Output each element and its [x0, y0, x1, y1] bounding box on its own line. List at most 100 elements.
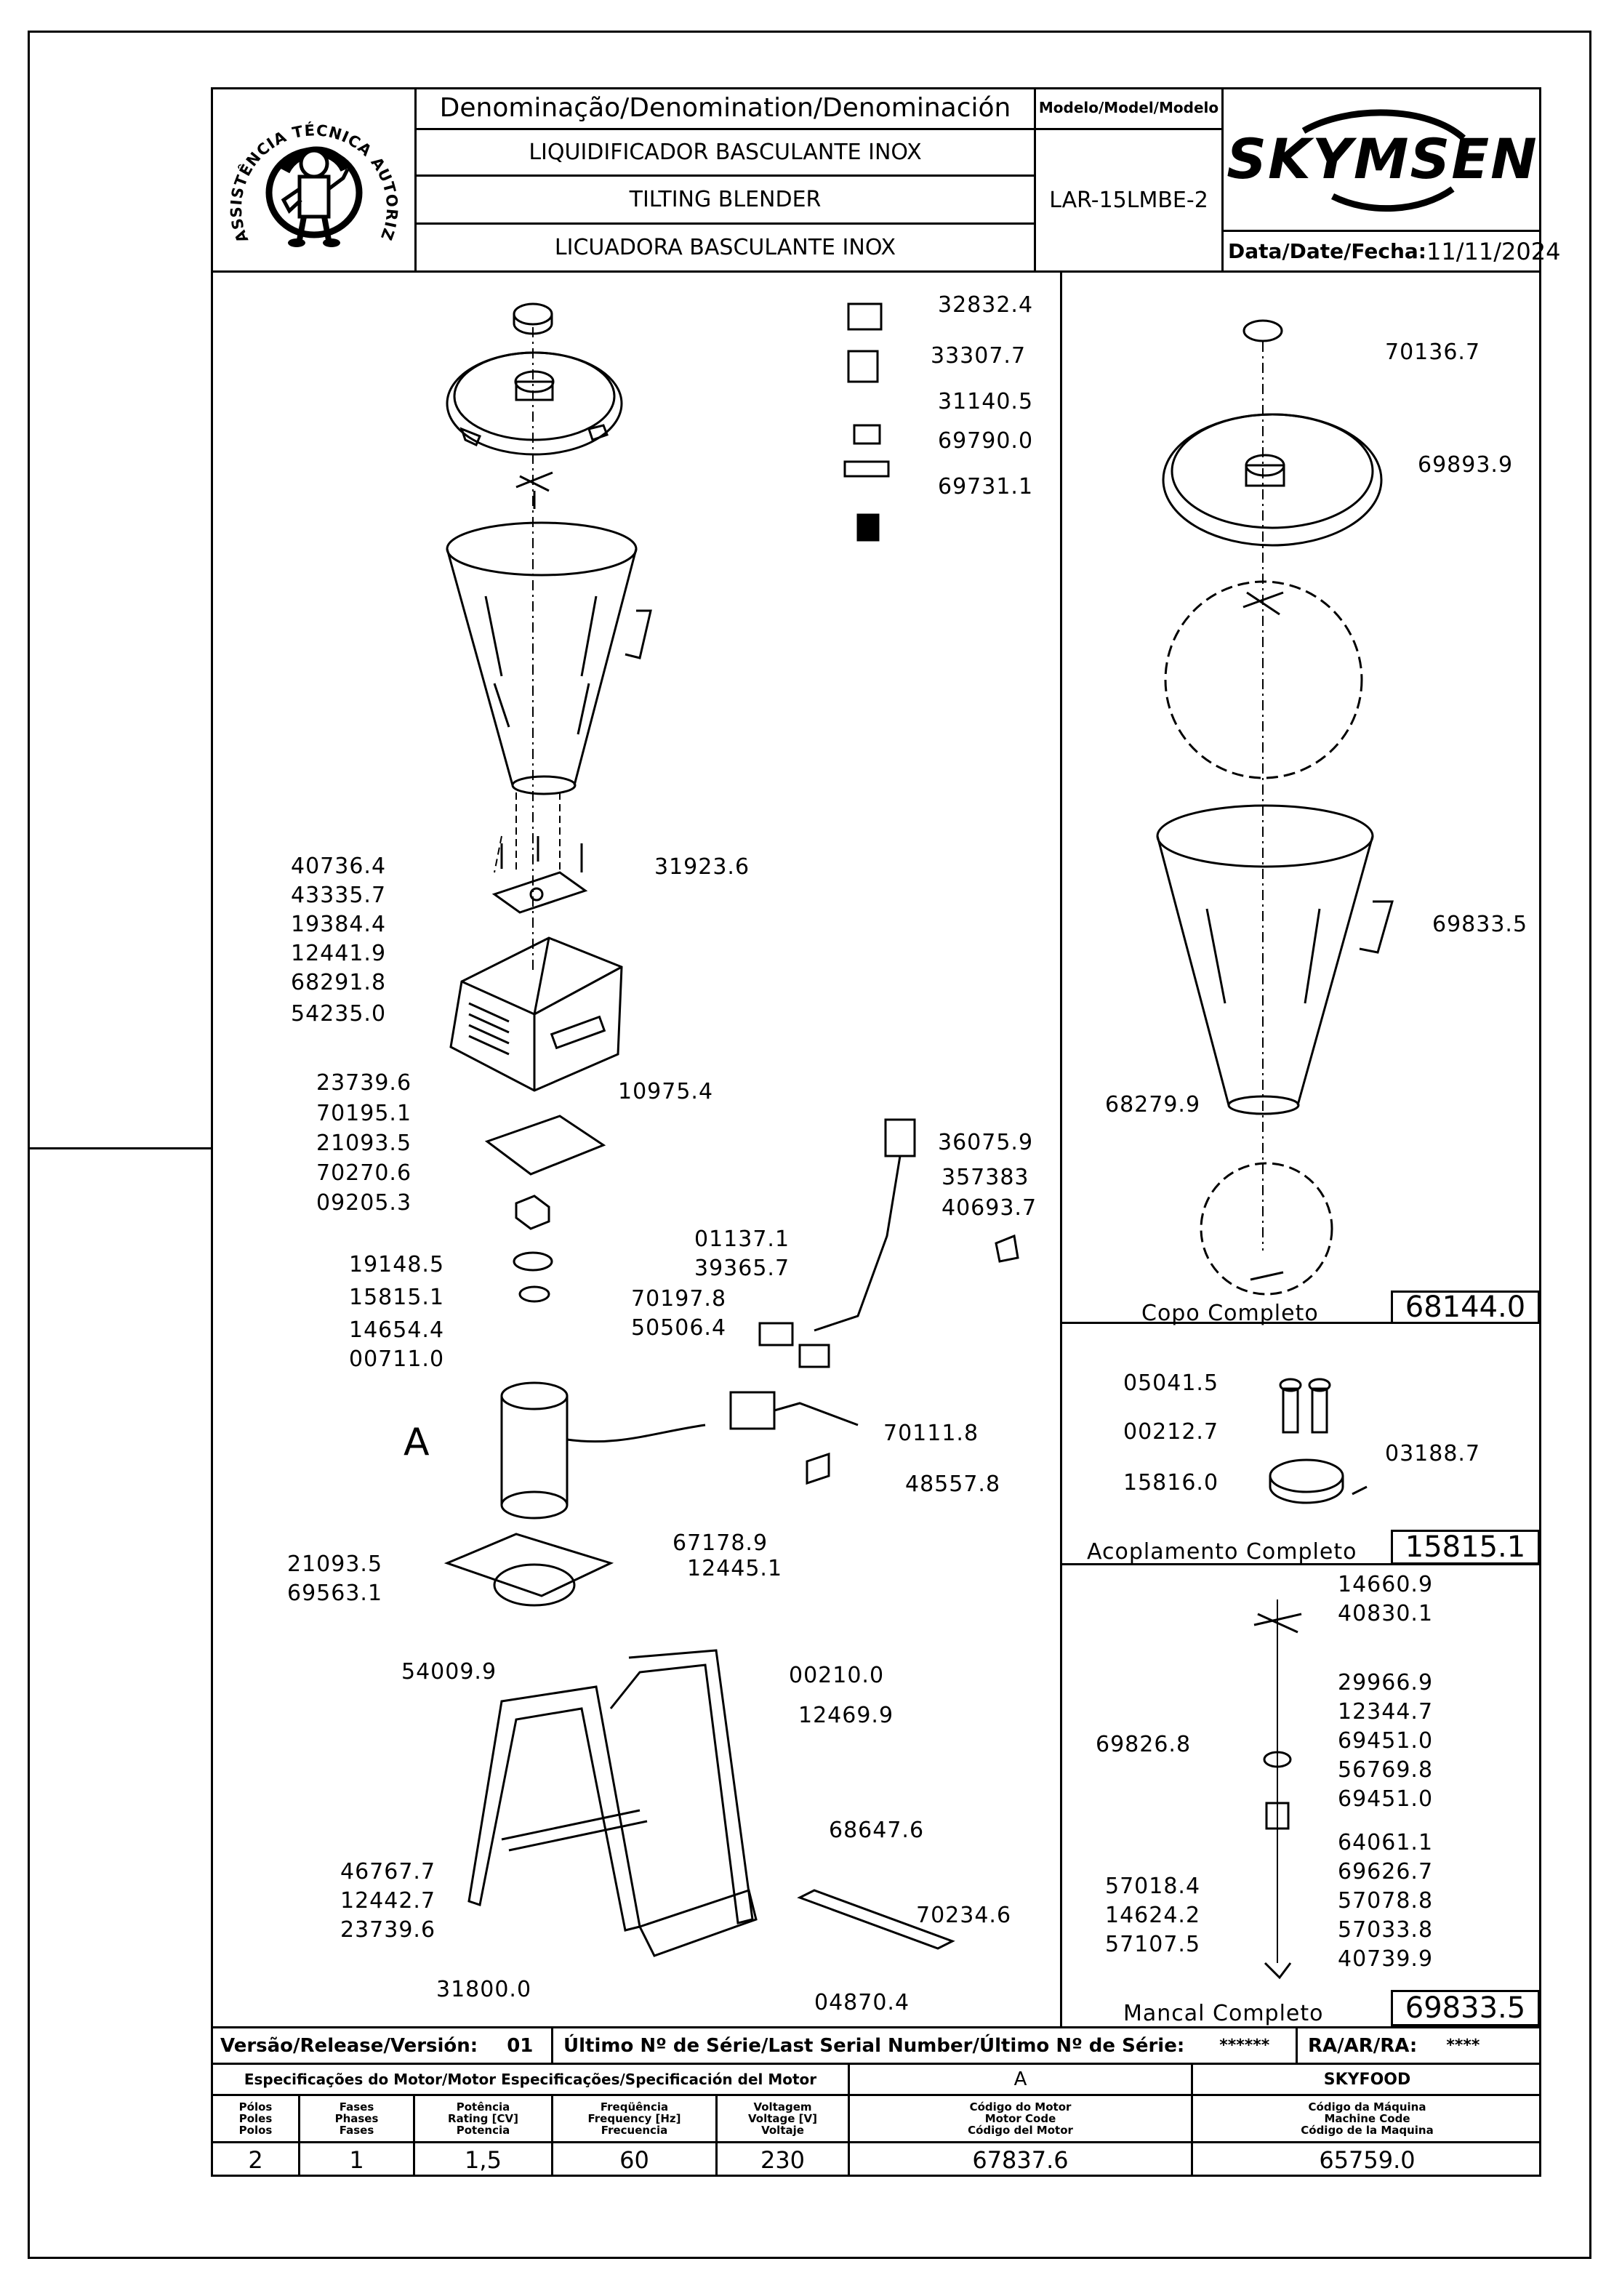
copo-part-label: 69893.9 [1418, 452, 1514, 478]
part-label: 32832.4 [938, 292, 1034, 318]
part-label: 21093.5 [316, 1131, 412, 1156]
mancal-title: Mancal Completo [1123, 2001, 1324, 2026]
part-label: 69731.1 [938, 474, 1034, 499]
mancal-part-label: 57033.8 [1338, 1917, 1434, 1943]
part-label: 70197.8 [631, 1286, 727, 1312]
model-value: LAR-15LMBE-2 [1049, 188, 1208, 213]
part-label: 12469.9 [798, 1703, 894, 1728]
version-value: 01 [507, 2034, 534, 2057]
part-label: 46767.7 [340, 1859, 436, 1884]
part-label: 04870.4 [814, 1990, 910, 2015]
part-label: 00210.0 [789, 1663, 885, 1688]
part-label: 14654.4 [349, 1317, 445, 1343]
part-label: 68291.8 [291, 970, 387, 995]
copo-part-label: 70136.7 [1385, 340, 1481, 365]
version-label: Versão/Release/Versión: [220, 2034, 478, 2057]
mancal-part-label: 40739.9 [1338, 1946, 1434, 1972]
acoplamento-title: Acoplamento Completo [1087, 1539, 1357, 1565]
part-label: 10975.4 [618, 1079, 714, 1104]
part-label: 15815.1 [349, 1285, 445, 1310]
acoplamento-part-label: 00212.7 [1123, 1419, 1219, 1445]
mancal-part-label: 57107.5 [1105, 1932, 1201, 1957]
part-label: 50506.4 [631, 1315, 727, 1341]
part-label: 43335.7 [291, 883, 387, 908]
authorized-service-seal: ASSISTÊNCIA TÉCNICA AUTORIZADA [218, 91, 411, 269]
model-title: Modelo/Model/Modelo [1038, 99, 1219, 116]
part-label: 70111.8 [883, 1421, 979, 1446]
part-label: 23739.6 [316, 1070, 412, 1096]
mancal-part-label: 12344.7 [1338, 1699, 1434, 1725]
brand-name: SKYMSEN [1226, 126, 1538, 191]
serial-label: Último Nº de Série/Last Serial Number/Úl… [563, 2034, 1185, 2057]
date-value: 11/11/2024 [1426, 237, 1561, 265]
ra-value: **** [1446, 2036, 1480, 2055]
part-label: 357383 [942, 1165, 1029, 1190]
frequency-value: 60 [619, 2146, 649, 2174]
part-label: 69790.0 [938, 428, 1034, 454]
part-label: 40736.4 [291, 854, 387, 879]
mancal-part-label: 40830.1 [1338, 1601, 1434, 1626]
acoplamento-code-box: 15815.1 [1391, 1530, 1540, 1565]
part-label: 19384.4 [291, 912, 387, 937]
part-label: 23739.6 [340, 1917, 436, 1943]
product-name-en: TILTING BLENDER [629, 187, 822, 212]
part-label: 70270.6 [316, 1160, 412, 1186]
mancal-part-label: 69451.0 [1338, 1786, 1434, 1812]
part-label: 09205.3 [316, 1190, 412, 1216]
copo-part-label: 69833.5 [1432, 912, 1528, 937]
acoplamento-part-label: 15816.0 [1123, 1470, 1219, 1496]
ra-label: RA/AR/RA: [1308, 2034, 1418, 2057]
ra-row: RA/AR/RA: **** [1298, 2028, 1541, 2063]
mancal-part-label: 69451.0 [1338, 1728, 1434, 1754]
part-label: 12445.1 [687, 1556, 783, 1581]
motor-code-value: 67837.6 [972, 2146, 1069, 2174]
part-label: 54235.0 [291, 1001, 387, 1027]
acoplamento-part-label: 03188.7 [1385, 1441, 1481, 1466]
main-frame [211, 87, 1541, 2177]
mancal-part-label: 57018.4 [1105, 1874, 1201, 1899]
serial-row: Último Nº de Série/Last Serial Number/Úl… [553, 2028, 1296, 2063]
sheet-margin-mark [28, 1147, 213, 1149]
serial-value: ****** [1219, 2036, 1270, 2055]
date-row: Data/Date/Fecha:11/11/2024 [1224, 232, 1560, 270]
part-label: 12442.7 [340, 1888, 436, 1914]
mancal-part-label: 64061.1 [1338, 1830, 1434, 1855]
copo-title: Copo Completo [1141, 1301, 1319, 1326]
part-label: 01137.1 [694, 1227, 790, 1252]
acoplamento-part-label: 05041.5 [1123, 1370, 1219, 1396]
denomination-title: Denominação/Denomination/Denominación [439, 92, 1011, 123]
part-label: 70195.1 [316, 1101, 412, 1126]
part-label: 19148.5 [349, 1252, 445, 1277]
brand-logo: SKYMSEN [1224, 87, 1541, 230]
copo-part-label: 68279.9 [1105, 1092, 1201, 1117]
motor-code-head: A [1013, 2068, 1027, 2090]
voltage-value: 230 [760, 2146, 806, 2174]
part-label: 69563.1 [287, 1581, 383, 1606]
mancal-part-label: 14624.2 [1105, 1903, 1201, 1928]
part-label: 31140.5 [938, 389, 1034, 414]
part-label: 48557.8 [905, 1472, 1001, 1497]
date-label: Data/Date/Fecha: [1228, 239, 1426, 263]
poles-value: 2 [248, 2146, 263, 2174]
mancal-code-box: 69833.5 [1391, 1990, 1540, 2026]
part-label: 36075.9 [938, 1130, 1034, 1155]
version-row: Versão/Release/Versión: 01 [213, 2028, 551, 2063]
part-label: 33307.7 [931, 343, 1027, 369]
part-label: 40693.7 [942, 1195, 1037, 1221]
motor-spec-title: Especificações do Motor/Motor Especifica… [244, 2071, 817, 2088]
mancal-part-label: 56769.8 [1338, 1757, 1434, 1783]
part-label: 54009.9 [401, 1659, 497, 1685]
product-name-es: LICUADORA BASCULANTE INOX [554, 235, 896, 260]
mancal-part-label: 29966.9 [1338, 1670, 1434, 1695]
part-label: 67178.9 [673, 1530, 768, 1556]
part-label: 21093.5 [287, 1552, 383, 1577]
part-label: 31923.6 [654, 854, 750, 880]
drawing-sheet-frame [28, 31, 1591, 2259]
part-label: 70234.6 [916, 1903, 1012, 1928]
